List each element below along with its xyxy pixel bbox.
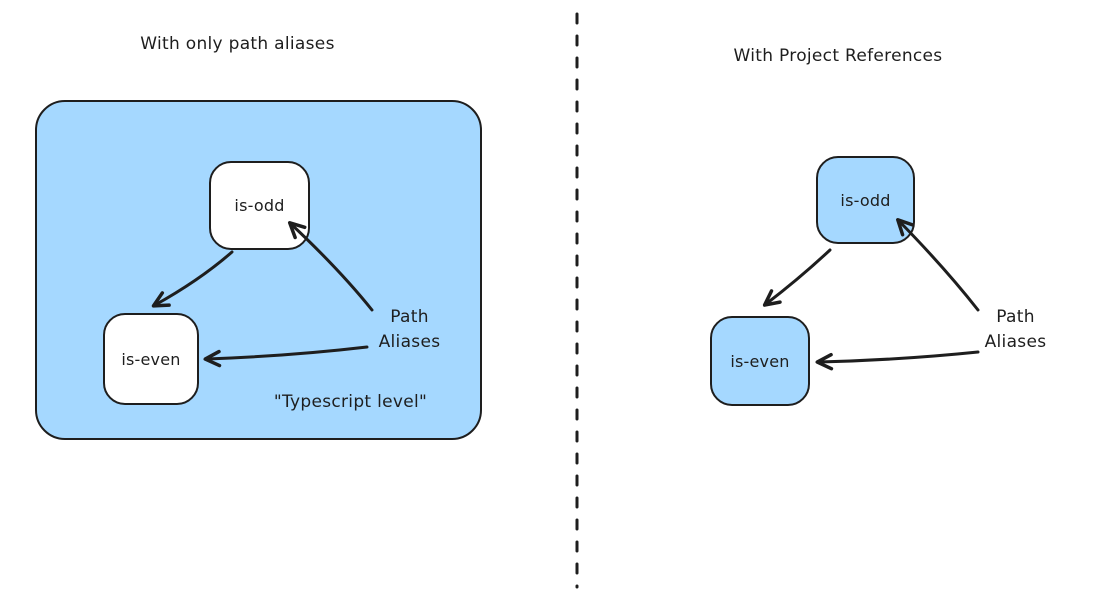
typescript-level-container [35,100,482,440]
typescript-level-caption: "Typescript level" [273,392,428,412]
node-is-even-left-label: is-even [121,349,181,369]
node-is-odd-right-label: is-odd [840,190,891,210]
node-is-odd-left-label: is-odd [234,196,285,215]
path-aliases-label-left: Path Aliases [378,307,441,352]
arrow-right-odd-to-even [762,248,832,307]
right-panel-title: With Project References [733,46,943,66]
node-is-even-right: is-even [710,316,810,406]
path-aliases-label-right: Path Aliases [984,307,1047,352]
node-is-odd-left: is-odd [209,161,310,250]
arrow-right-aliases-to-even [815,350,980,371]
node-is-even-right-label: is-even [730,351,790,371]
node-is-odd-right: is-odd [816,156,915,244]
node-is-even-left: is-even [103,313,199,405]
left-panel-title: With only path aliases [140,34,335,54]
